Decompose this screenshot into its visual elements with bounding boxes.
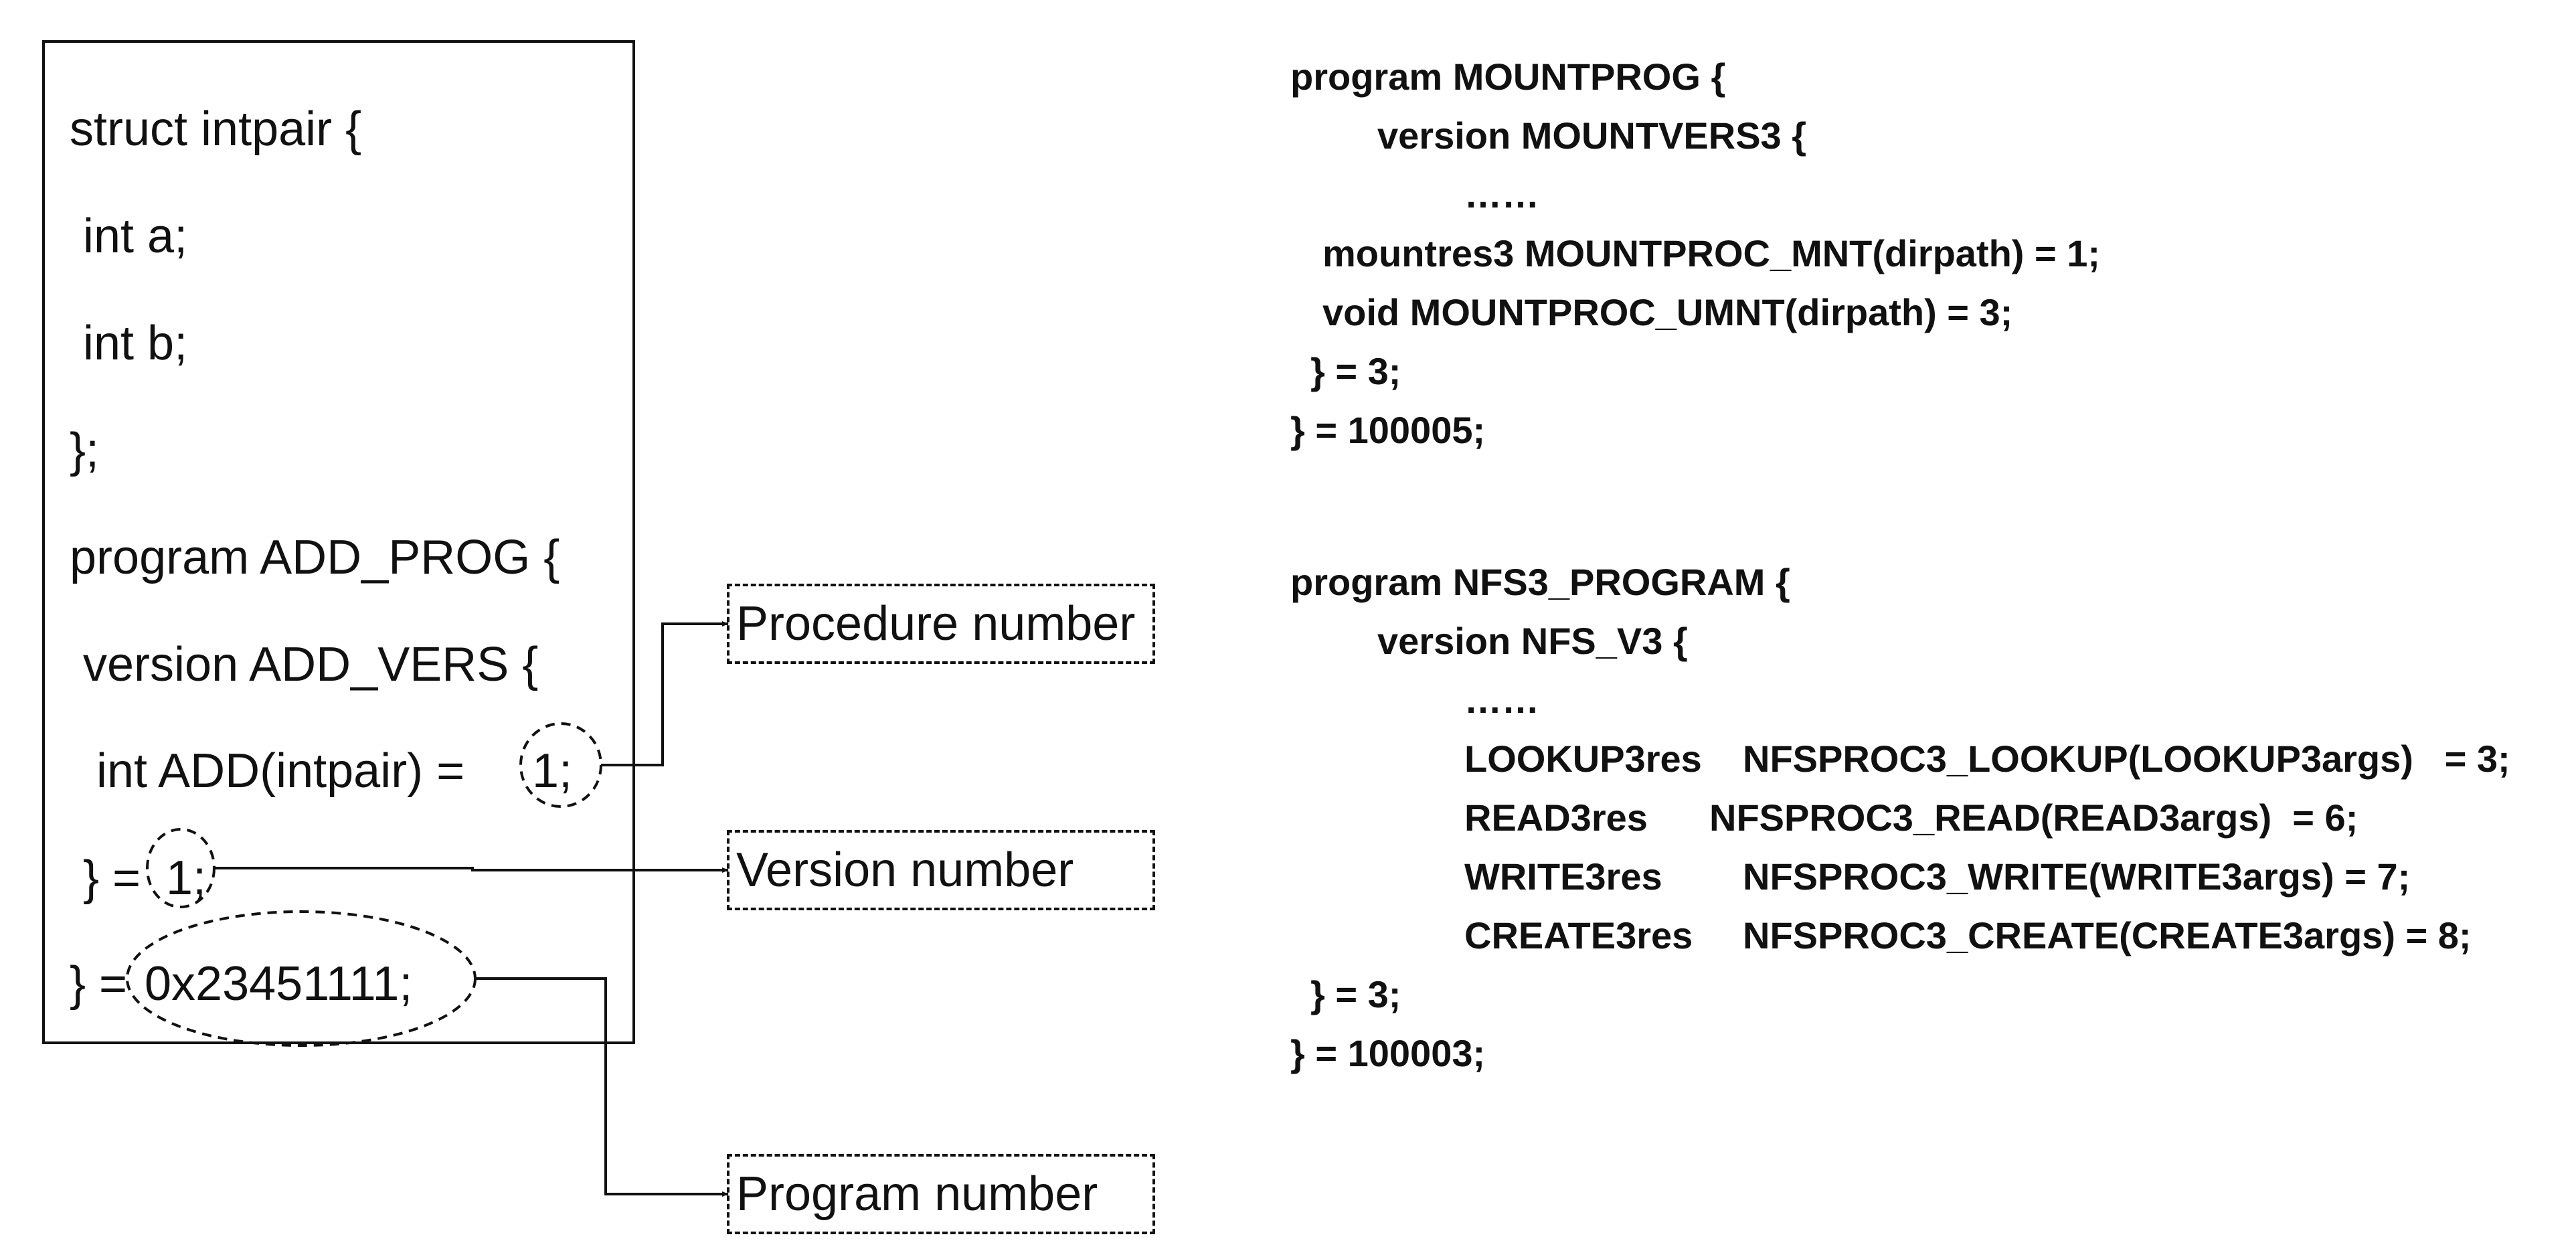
nfs-version-line: version NFS_V3 {: [1377, 620, 1688, 662]
nfs-program-line: program NFS3_PROGRAM {: [1290, 561, 1790, 603]
code-line-program-close: } =: [70, 957, 141, 1011]
mount-ellipsis-line: ……: [1464, 173, 1539, 216]
mount-proc-mnt-line: mountres3 MOUNTPROC_MNT(dirpath) = 1;: [1322, 232, 2101, 274]
nfs-read-return: READ3res: [1464, 797, 1648, 839]
nfs-version-close-line: } = 3;: [1310, 973, 1401, 1015]
mount-program-close-line: } = 100005;: [1290, 409, 1486, 451]
code-line-struct-close: };: [70, 424, 100, 477]
nfs-lookup-call: NFSPROC3_LOOKUP(LOOKUP3args) = 3;: [1743, 738, 2510, 780]
code-line-version: version ADD_VERS {: [70, 638, 539, 691]
code-line-int-a: int a;: [70, 210, 188, 263]
version-connector: [214, 867, 729, 873]
version-number-value: 1;: [166, 851, 207, 905]
nfs-write-call: NFSPROC3_WRITE(WRITE3args) = 7;: [1743, 855, 2411, 898]
procedure-number-value: 1;: [532, 744, 573, 798]
mount-proc-umnt-line: void MOUNTPROC_UMNT(dirpath) = 3;: [1322, 291, 2013, 333]
program-number-label: Program number: [727, 1154, 1155, 1234]
nfs-create-call: NFSPROC3_CREATE(CREATE3args) = 8;: [1743, 914, 2472, 956]
code-line-program: program ADD_PROG {: [70, 531, 560, 584]
code-line-version-close: } =: [70, 851, 155, 905]
nfs-ellipsis-line: ……: [1464, 679, 1539, 721]
nfs-read-call: NFSPROC3_READ(READ3args) = 6;: [1709, 797, 2358, 839]
version-number-marker: [146, 828, 216, 908]
procedure-connector: [601, 621, 729, 766]
nfs-program-close-line: } = 100003;: [1290, 1032, 1486, 1074]
nfs-create-return: CREATE3res: [1464, 914, 1693, 956]
nfs-write-return: WRITE3res: [1464, 855, 1662, 898]
version-number-label: Version number: [727, 830, 1155, 910]
program-number-marker: [126, 910, 477, 1047]
code-line-int-b: int b;: [70, 317, 188, 370]
program-connector: [475, 977, 729, 1197]
nfs-lookup-return: LOOKUP3res: [1464, 738, 1702, 780]
mount-program-line: program MOUNTPROG {: [1290, 56, 1726, 98]
mount-version-close-line: } = 3;: [1310, 350, 1401, 392]
mount-version-line: version MOUNTVERS3 {: [1377, 114, 1807, 157]
code-line-struct: struct intpair {: [70, 102, 362, 156]
procedure-number-marker: [519, 722, 602, 808]
procedure-number-label: Procedure number: [727, 584, 1155, 664]
program-number-value: 0x23451111;: [145, 957, 413, 1011]
code-line-procedure: int ADD(intpair) =: [70, 744, 479, 798]
